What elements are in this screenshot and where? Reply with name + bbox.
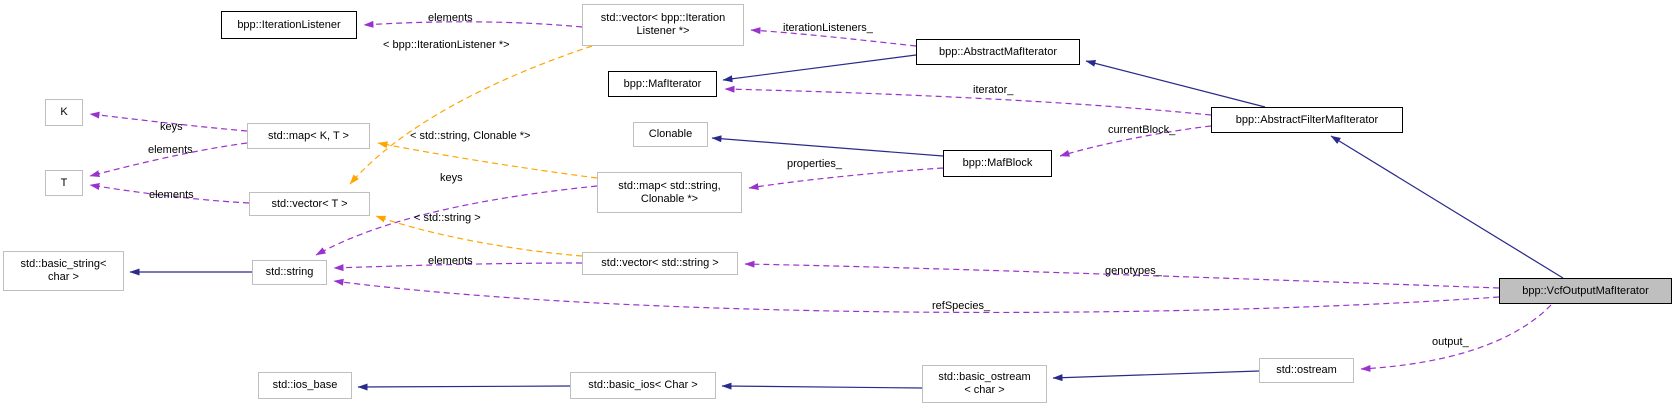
edge-template-map-string-clonable — [377, 141, 598, 179]
class-node-basic-ostream-char[interactable]: std::basic_ostream < char > — [922, 365, 1047, 403]
class-node-iteration-listener[interactable]: bpp::IterationListener — [221, 11, 357, 39]
edge-label-vector-elements: elements — [149, 189, 194, 201]
edge-label-refspecies: refSpecies_ — [932, 300, 991, 312]
class-node-t[interactable]: T — [45, 170, 83, 196]
class-node-std-string[interactable]: std::string — [252, 260, 327, 285]
class-node-maf-block[interactable]: bpp::MafBlock — [943, 150, 1052, 177]
edge-map-keys — [89, 111, 248, 132]
edge-basicios-inherits-iosbase — [357, 383, 571, 391]
edge-iterationlisteners — [750, 27, 917, 47]
edge-ostream-inherits-basicostream — [1052, 370, 1260, 382]
class-node-std-ostream[interactable]: std::ostream — [1259, 358, 1354, 383]
edge-genotypes — [744, 260, 1500, 289]
edge-label-iterationlisteners: iterationListeners_ — [783, 22, 873, 34]
class-node-ios-base[interactable]: std::ios_base — [258, 372, 352, 399]
edge-refspecies — [333, 278, 1500, 314]
edge-map-elements — [89, 142, 248, 177]
class-node-k[interactable]: K — [45, 99, 83, 126]
class-node-vcf-output-maf-iterator[interactable]: bpp::VcfOutputMafIterator — [1499, 278, 1672, 304]
class-node-map-string-clonable[interactable]: std::map< std::string, Clonable *> — [597, 172, 742, 213]
class-node-clonable[interactable]: Clonable — [633, 122, 708, 147]
edge-currentblock — [1059, 125, 1212, 157]
edge-label-template-vector-iterationlistener: < bpp::IterationListener *> — [383, 39, 510, 51]
edge-abstractfiltermafiterator-inherits-abstractmafiterator — [1085, 59, 1266, 108]
edge-mapstring-keys — [315, 185, 598, 256]
edge-abstractmafiterator-inherits-mafiterator — [722, 54, 917, 83]
class-node-vector-iteration-listener[interactable]: std::vector< bpp::Iteration Listener *> — [582, 4, 744, 46]
class-node-abstract-filter-maf-iterator[interactable]: bpp::AbstractFilterMafIterator — [1211, 107, 1403, 133]
edge-label-iterator: iterator_ — [973, 84, 1014, 96]
edge-template-vector-iterationlistener — [349, 45, 593, 185]
edge-vcfoutputmafiterator-inherits-abstractfiltermafiterator — [1330, 135, 1564, 279]
edge-vector-elements — [89, 183, 250, 204]
class-node-basic-string-char[interactable]: std::basic_string< char > — [3, 251, 124, 291]
edge-properties — [748, 167, 944, 190]
class-node-basic-ios-char[interactable]: std::basic_ios< Char > — [570, 372, 716, 399]
edge-label-template-vector-string: < std::string > — [414, 212, 481, 224]
class-node-vector-t[interactable]: std::vector< T > — [249, 192, 370, 216]
edge-label-output: output_ — [1432, 336, 1469, 348]
edge-label-vector-iterationlistener-elements: elements — [428, 12, 473, 24]
class-node-abstract-maf-iterator[interactable]: bpp::AbstractMafIterator — [916, 39, 1080, 65]
edge-iterator — [724, 85, 1212, 116]
edge-template-vector-string — [375, 215, 583, 257]
edge-label-genotypes: genotypes_ — [1105, 265, 1162, 277]
edge-mafblock-inherits-clonable — [711, 135, 944, 157]
edge-vectorstring-elements — [333, 262, 583, 272]
edge-vector-iterationlistener-elements — [363, 20, 583, 28]
edge-label-mapstring-keys: keys — [440, 172, 463, 184]
edge-label-currentblock: currentBlock_ — [1108, 124, 1176, 136]
class-node-map-k-t[interactable]: std::map< K, T > — [247, 123, 370, 149]
edge-basicostream-inherits-basicios — [721, 382, 923, 390]
edge-label-map-keys: keys — [160, 121, 183, 133]
edge-label-properties: properties_ — [787, 158, 843, 170]
edge-label-map-elements: elements — [148, 144, 193, 156]
edge-label-vectorstring-elements: elements — [428, 255, 473, 267]
class-node-vector-string[interactable]: std::vector< std::string > — [582, 252, 738, 275]
edge-label-template-map-string-clonable: < std::string, Clonable *> — [410, 130, 531, 142]
class-node-maf-iterator[interactable]: bpp::MafIterator — [608, 71, 717, 97]
edge-output — [1360, 304, 1552, 372]
